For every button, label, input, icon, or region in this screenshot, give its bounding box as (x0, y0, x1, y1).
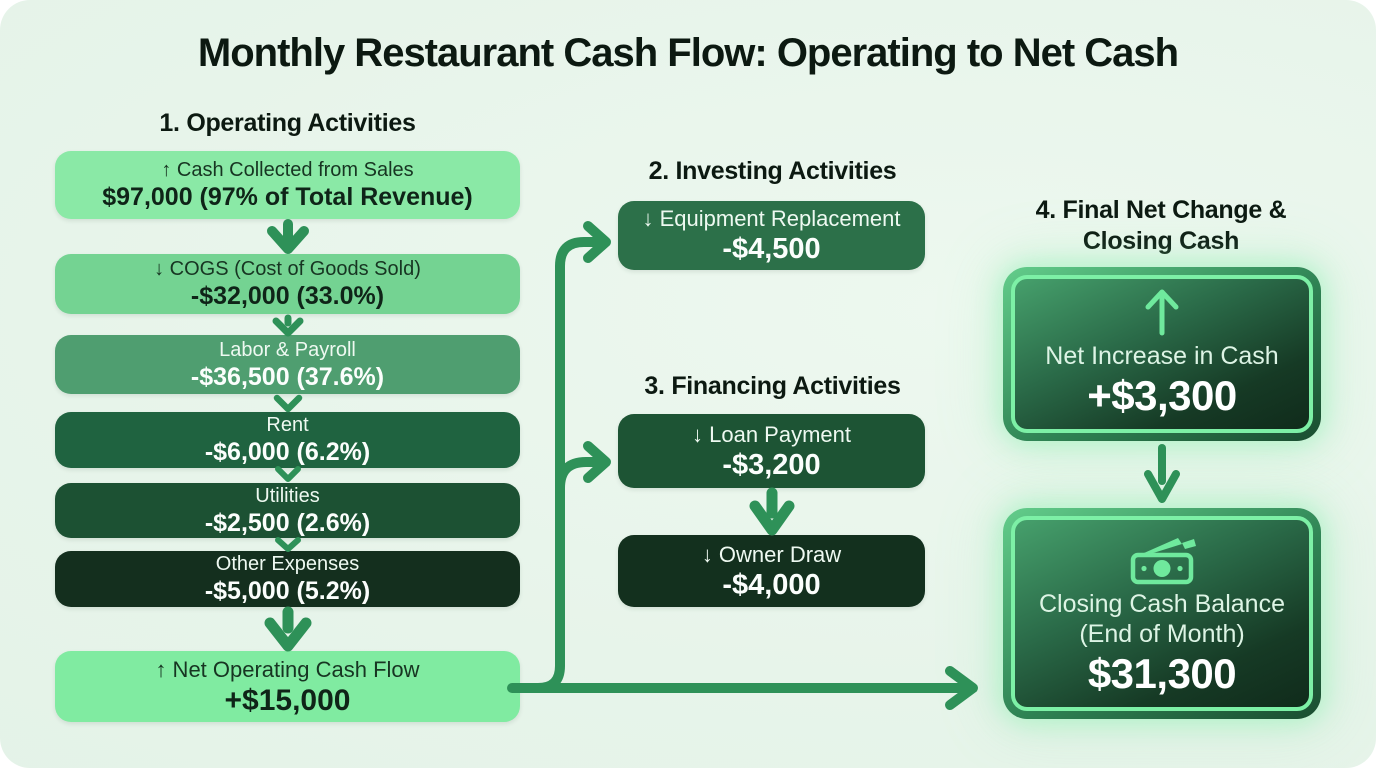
flow-connector-net-to-closing (507, 666, 978, 710)
node-label: Other Expenses (215, 553, 360, 575)
node-net-increase-in-cash: Net Increase in Cash +$3,300 (1003, 267, 1321, 441)
node-label: Closing Cash Balance (1039, 589, 1285, 618)
down-arrow-icon (749, 487, 795, 536)
node-label: ↓ Loan Payment (692, 421, 851, 447)
node-equipment-replacement: ↓ Equipment Replacement -$4,500 (618, 201, 925, 270)
node-other-expenses: Other Expenses -$5,000 (5.2%) (55, 551, 520, 607)
flow-connector-to-financing (555, 441, 611, 493)
node-label: ↑ Net Operating Cash Flow (155, 656, 420, 682)
node-value: -$6,000 (6.2%) (204, 438, 371, 466)
flow-connector-to-investing (533, 221, 611, 693)
node-label: ↑ Cash Collected from Sales (161, 159, 414, 181)
node-value: -$4,500 (722, 233, 821, 265)
node-value: -$4,000 (722, 568, 821, 601)
node-label: ↓ Equipment Replacement (642, 206, 901, 231)
page-title: Monthly Restaurant Cash Flow: Operating … (197, 31, 1179, 75)
node-value: -$2,500 (2.6%) (204, 508, 371, 537)
node-label: Rent (266, 414, 309, 436)
node-closing-cash-inner: Closing Cash Balance (End of Month) $31,… (1011, 516, 1313, 711)
down-arrow-icon (273, 394, 303, 413)
down-arrow-icon (264, 606, 312, 652)
node-label: ↓ Owner Draw (701, 541, 842, 567)
down-arrow-icon (275, 466, 301, 482)
node-sublabel: (End of Month) (1079, 619, 1245, 648)
node-label: Net Increase in Cash (1045, 342, 1279, 370)
up-arrow-icon (1145, 289, 1179, 336)
node-net-operating-cash-flow: ↑ Net Operating Cash Flow +$15,000 (55, 651, 520, 722)
node-label: Labor & Payroll (219, 338, 356, 361)
node-value: $31,300 (1087, 649, 1237, 697)
section-heading-operating: 1. Operating Activities (159, 109, 416, 137)
section-heading-final-line2: Closing Cash (1082, 227, 1240, 255)
down-arrow-icon (267, 219, 309, 254)
down-arrow-icon (1144, 444, 1180, 503)
down-arrow-icon (272, 314, 304, 337)
node-owner-draw: ↓ Owner Draw -$4,000 (618, 535, 925, 607)
section-heading-final-line1: 4. Final Net Change & (1035, 196, 1287, 224)
node-value: -$32,000 (33.0%) (190, 282, 385, 310)
node-net-increase-inner: Net Increase in Cash +$3,300 (1011, 275, 1313, 433)
down-arrow-icon (275, 537, 301, 552)
node-loan-payment: ↓ Loan Payment -$3,200 (618, 414, 925, 488)
node-cash-collected-from-sales: ↑ Cash Collected from Sales $97,000 (97%… (55, 151, 520, 219)
cash-icon (1130, 537, 1196, 584)
section-heading-financing: 3. Financing Activities (644, 372, 901, 400)
section-heading-investing: 2. Investing Activities (648, 157, 897, 185)
node-value: +$15,000 (224, 683, 351, 717)
node-value: $97,000 (97% of Total Revenue) (102, 183, 473, 211)
node-cogs: ↓ COGS (Cost of Goods Sold) -$32,000 (33… (55, 254, 520, 314)
node-labor-payroll: Labor & Payroll -$36,500 (37.6%) (55, 335, 520, 394)
node-label: ↓ COGS (Cost of Goods Sold) (154, 258, 421, 280)
node-value: -$36,500 (37.6%) (190, 362, 385, 391)
section-heading-final: 4. Final Net Change & Closing Cash (1000, 195, 1322, 257)
node-value: -$3,200 (722, 448, 821, 481)
node-utilities: Utilities -$2,500 (2.6%) (55, 483, 520, 538)
node-value: +$3,300 (1087, 372, 1237, 419)
node-rent: Rent -$6,000 (6.2%) (55, 412, 520, 468)
node-label: Utilities (255, 484, 320, 507)
node-closing-cash-balance: Closing Cash Balance (End of Month) $31,… (1003, 508, 1321, 719)
node-value: -$5,000 (5.2%) (204, 577, 371, 605)
